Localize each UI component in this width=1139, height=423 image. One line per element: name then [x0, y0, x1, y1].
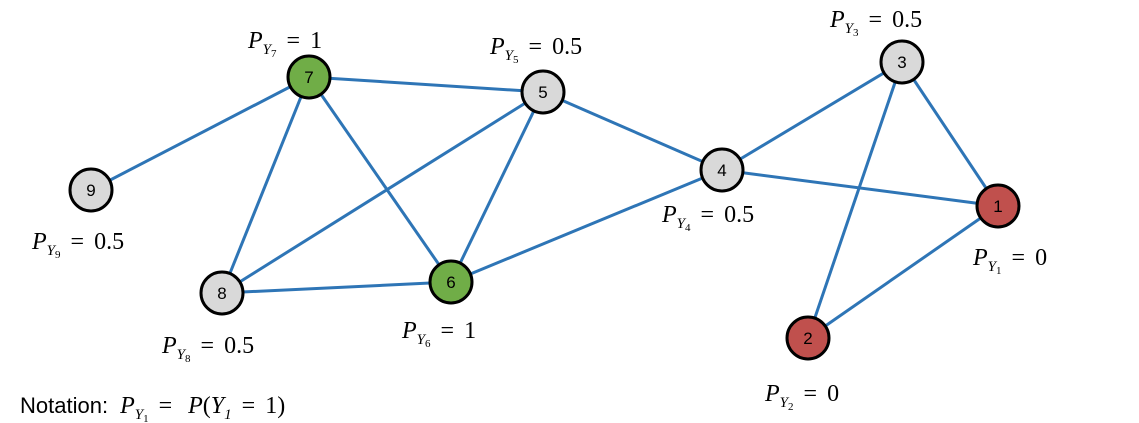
nodes-layer: 1 2 3 4 5 6 7 8 9	[68, 39, 1021, 361]
node-id-label: 9	[86, 181, 95, 200]
node-circle	[199, 270, 245, 316]
edge-7-6	[307, 76, 453, 283]
edge-1-2	[807, 204, 999, 340]
node-circle	[785, 315, 831, 361]
edge-3-2	[806, 61, 904, 339]
node-1: 1	[975, 183, 1021, 229]
node-id-label: 2	[803, 329, 812, 348]
edge-3-1	[900, 61, 1000, 207]
edge-8-6	[221, 280, 452, 295]
notation: Notation: PY1= P(Y1=1)	[20, 393, 285, 423]
node-id-label: 6	[446, 273, 455, 292]
prob-label-5: PY5=0.5	[489, 34, 582, 66]
node-7: 7	[286, 54, 332, 100]
node-6: 6	[428, 259, 474, 305]
edge-9-7	[90, 75, 310, 192]
prob-label-8: PY8=0.5	[161, 333, 254, 365]
edge-5-4	[542, 90, 723, 172]
node-id-label: 8	[217, 284, 226, 303]
node-5: 5	[520, 69, 566, 115]
node-id-label: 7	[304, 68, 313, 87]
node-circle	[975, 183, 1021, 229]
node-id-label: 1	[993, 197, 1002, 216]
edge-5-6	[449, 91, 545, 283]
node-2: 2	[785, 315, 831, 361]
prob-label-6: PY6=1	[401, 318, 476, 350]
edge-7-5	[308, 75, 544, 94]
prob-label-1: PY1=0	[972, 245, 1047, 277]
edge-6-4	[450, 168, 723, 284]
node-circle	[699, 147, 745, 193]
node-3: 3	[879, 39, 925, 85]
edge-5-8	[221, 90, 544, 295]
node-8: 8	[199, 270, 245, 316]
prob-label-4: PY4=0.5	[661, 202, 754, 234]
node-circle	[68, 167, 114, 213]
prob-label-9: PY9=0.5	[31, 229, 124, 261]
node-9: 9	[68, 167, 114, 213]
prob-label-7: PY7=1	[247, 28, 322, 60]
edges-layer	[90, 60, 1000, 340]
node-circle	[879, 39, 925, 85]
node-id-label: 4	[717, 161, 726, 180]
prob-label-3: PY3=0.5	[829, 7, 922, 39]
node-circle	[428, 259, 474, 305]
node-4: 4	[699, 147, 745, 193]
node-id-label: 3	[897, 53, 906, 72]
node-id-label: 5	[538, 83, 547, 102]
edge-7-8	[220, 76, 311, 294]
node-circle	[520, 69, 566, 115]
prob-label-2: PY2=0	[764, 381, 839, 413]
node-circle	[286, 54, 332, 100]
edge-4-3	[721, 60, 903, 172]
